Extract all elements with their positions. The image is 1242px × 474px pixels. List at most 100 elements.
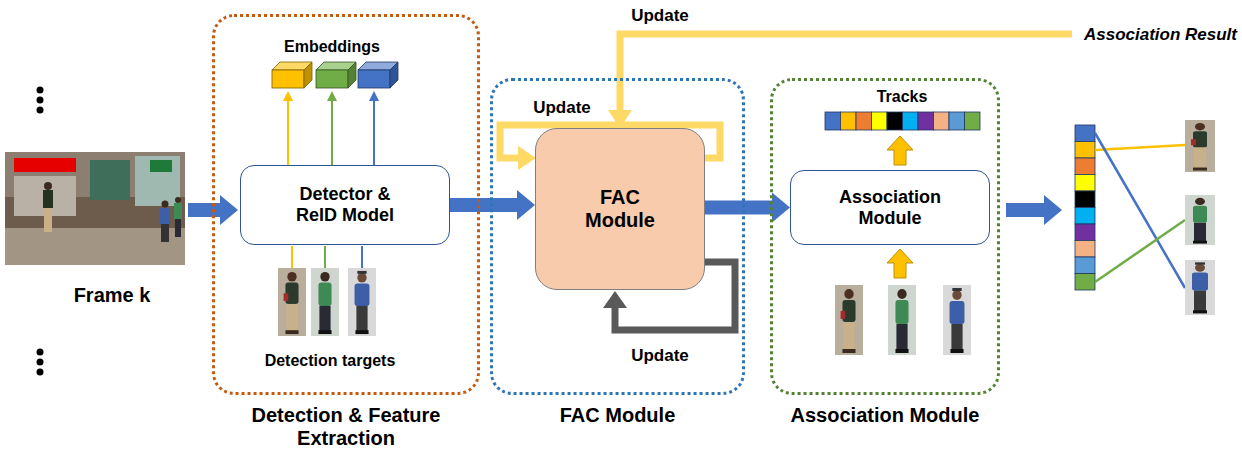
person-crop — [835, 285, 971, 355]
output-label: Association Result — [1084, 25, 1237, 45]
person-crop — [888, 285, 916, 355]
tracks-bar — [825, 112, 841, 130]
feature-arrow — [331, 93, 333, 165]
embedding-block — [272, 70, 304, 88]
update-line — [620, 34, 1072, 112]
output-bar — [1075, 257, 1095, 274]
update-label: Update — [631, 346, 689, 366]
ellipsis-dots — [37, 369, 44, 376]
process-box: Detector & ReID Model — [240, 165, 450, 245]
person-crop — [278, 268, 376, 336]
person-crop — [311, 268, 339, 336]
feature-arrow — [288, 93, 374, 165]
person-crop — [278, 268, 306, 336]
flow-arrow — [1006, 195, 1062, 225]
frame-photo — [175, 197, 181, 203]
match-line — [1095, 133, 1185, 288]
up-arrow — [887, 249, 913, 278]
frame-photo — [135, 156, 180, 206]
update-arrowhead — [603, 291, 627, 308]
ellipsis-dots — [37, 97, 44, 104]
box-label: Association Module — [820, 187, 960, 228]
section-label: Embeddings — [284, 38, 380, 56]
tracks-bar — [887, 112, 903, 130]
tracks-bar — [949, 112, 965, 130]
flow-arrow — [705, 193, 790, 223]
embedding-block — [316, 62, 356, 88]
frame-photo — [14, 158, 76, 172]
ellipsis-dots — [37, 87, 44, 94]
stage-region: FAC ModuleFAC Module — [490, 78, 745, 395]
embedding-block — [390, 62, 398, 88]
region-heading: Detection & Feature Extraction — [226, 404, 466, 450]
tracks-bar — [825, 112, 980, 130]
person-crop — [835, 285, 863, 355]
tracks-bar — [903, 112, 919, 130]
box-label: FAC Module — [570, 186, 670, 232]
tracks-bar — [934, 112, 950, 130]
stage-region: Association ModuleAssociation Module — [770, 78, 1000, 395]
frame-photo — [44, 182, 52, 190]
section-label: Tracks — [877, 88, 928, 106]
feature-arrow — [287, 93, 289, 165]
process-box: Association Module — [790, 170, 990, 245]
up-arrow — [887, 136, 913, 165]
match-line — [1095, 220, 1185, 282]
person-crop — [1185, 260, 1215, 315]
match-line — [1095, 145, 1185, 150]
region-heading: FAC Module — [518, 404, 718, 427]
person-crop — [348, 268, 376, 336]
frame-photo — [5, 228, 185, 265]
frame-photo — [90, 160, 130, 200]
output-bar — [1075, 125, 1095, 290]
frame-photo — [162, 201, 169, 208]
tracks-bar — [965, 112, 981, 130]
embedding-block — [348, 62, 356, 88]
frame-label: Frame k — [74, 284, 151, 307]
output-bar — [1075, 158, 1095, 175]
region-heading: Association Module — [775, 404, 995, 427]
tracks-bar — [841, 112, 857, 130]
box-label: Detector & ReID Model — [285, 184, 405, 225]
output-bar — [1075, 274, 1095, 291]
output-bar — [1075, 142, 1095, 159]
tracks-bar — [872, 112, 888, 130]
ellipsis-dots — [37, 359, 44, 366]
crop-link — [361, 246, 363, 268]
frame-photo — [174, 203, 182, 219]
embedding-block — [316, 70, 348, 88]
person-crop — [1185, 195, 1215, 245]
tracks-bar — [918, 112, 934, 130]
output-bar — [1075, 224, 1095, 241]
update-arrowhead — [518, 146, 536, 170]
match-line — [1095, 133, 1185, 288]
output-bar — [1075, 208, 1095, 225]
embedding-block — [272, 62, 312, 88]
person-crop — [1185, 120, 1215, 172]
output-bar — [1075, 191, 1095, 208]
output-bar — [1075, 125, 1095, 142]
update-label: Update — [631, 6, 689, 26]
output-bar — [1075, 241, 1095, 258]
crop-link — [324, 246, 326, 268]
frame-photo — [175, 219, 181, 237]
frame-photo — [160, 208, 170, 224]
frame-photo — [44, 208, 52, 232]
person-crop — [943, 285, 971, 355]
crop-link — [292, 246, 362, 268]
embedding-block — [304, 62, 312, 88]
person-crop — [1185, 120, 1215, 315]
embedding-block — [358, 70, 390, 88]
frame-photo — [43, 190, 53, 208]
frame-photo — [5, 152, 185, 265]
module-box: FAC Module — [535, 128, 705, 290]
frame-photo — [161, 224, 169, 242]
stage-region: Detection & Feature ExtractionDetector &… — [212, 14, 480, 395]
frame-photo — [5, 152, 185, 265]
ellipsis-dots — [37, 349, 44, 356]
output-bar — [1075, 175, 1095, 192]
section-label: Detection targets — [265, 352, 396, 370]
update-label: Update — [533, 98, 591, 118]
feature-arrow — [373, 93, 375, 165]
